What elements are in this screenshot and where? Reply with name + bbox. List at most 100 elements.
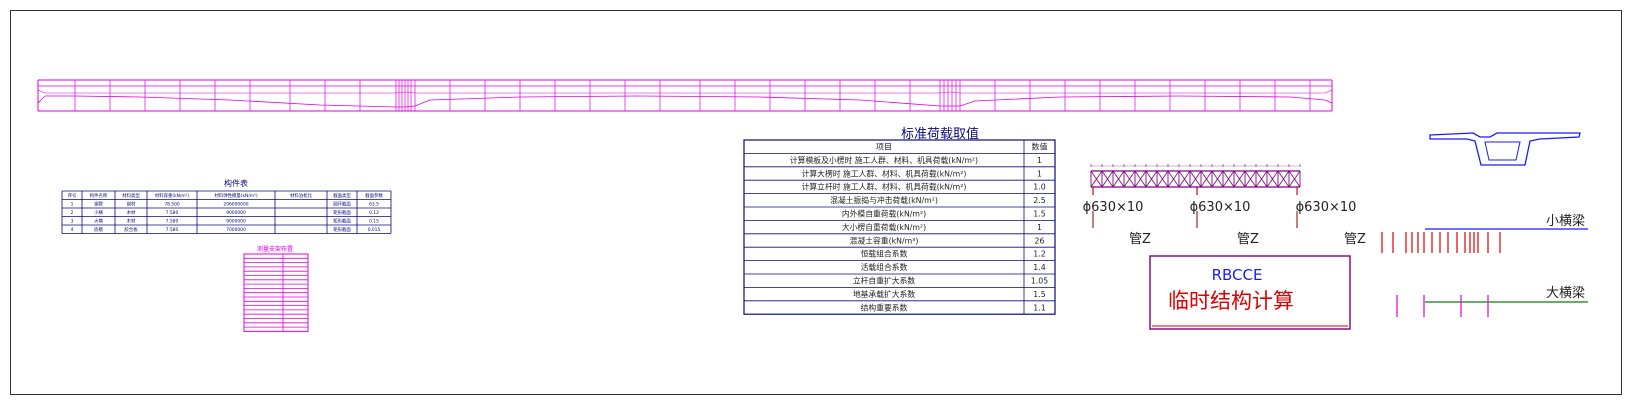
load-table-item: 立杆自重扩大系数: [853, 276, 916, 286]
components-table-cell: 矩形截面: [333, 226, 351, 233]
load-table-value: 1.5: [1033, 290, 1045, 299]
components-table-cell: 木材: [127, 209, 136, 216]
truss-diagonal: [1167, 170, 1180, 188]
truss-diagonal: [1200, 170, 1213, 188]
components-table-header: 截面类型: [333, 192, 351, 199]
load-table-item: 内外模自重荷载(kN/m²): [842, 209, 926, 219]
support-label-3: 管Z: [1344, 232, 1366, 247]
components-table-cell: 2: [71, 210, 74, 216]
components-table-cell: 9000000: [226, 219, 246, 225]
components-table-title: 构件表: [224, 178, 248, 188]
load-table-item: 混凝土容重(kN/m³): [850, 235, 919, 245]
components-table-cell: 胶合板: [124, 226, 138, 233]
components-table-cell: 小横: [94, 209, 103, 216]
truss-diagonal: [1255, 170, 1268, 188]
load-table-value: 1.4: [1033, 263, 1045, 272]
truss-support-diagram: [1090, 164, 1301, 228]
small-beam-label: 小横梁: [1546, 214, 1585, 229]
load-table-value: 1.5: [1033, 210, 1045, 219]
components-table-cell: 3: [71, 219, 74, 225]
components-table-cell: 63.5: [369, 202, 379, 208]
measure-table: [243, 253, 309, 332]
components-table-cell: 7.580: [166, 210, 179, 216]
truss-diagonal: [1112, 170, 1125, 188]
load-table-value: 1.2: [1033, 250, 1045, 259]
components-table-cell: 0.15: [369, 219, 379, 225]
load-table-value: 26: [1035, 236, 1045, 245]
load-table-item: 大小楞自重荷载(kN/m²): [842, 222, 926, 232]
load-table-item: 混凝土振捣与冲击荷载(kN/m²): [830, 195, 938, 205]
load-table-value: 1.1: [1033, 303, 1045, 312]
drawing-frame: [10, 10, 1622, 395]
load-table-item: 计算模板及小楞时 施工人群、材料、机具荷载(kN/m²): [790, 155, 978, 165]
components-table-cell: 大横: [94, 218, 103, 225]
truss-diagonal: [1233, 170, 1246, 188]
bridge-elevation: [37, 79, 1333, 112]
load-table-item: 活载组合系数: [861, 262, 908, 272]
load-table-value: 1: [1037, 169, 1042, 178]
truss-diagonal: [1189, 170, 1202, 188]
load-table-item: 结构重要系数: [861, 302, 908, 312]
truss-diagonal: [1101, 170, 1114, 188]
truss-diagonal: [1134, 170, 1147, 188]
components-table-cell: 206000000: [223, 202, 248, 208]
load-table-value: 1.05: [1031, 277, 1048, 286]
components-table-cell: 7000000: [226, 227, 246, 233]
girder-web-profile: [37, 95, 1333, 108]
load-table-value: 1.0: [1033, 183, 1045, 192]
components-table-cell: 1: [71, 202, 74, 208]
title-box-subtitle: RBCCE: [1212, 266, 1263, 284]
truss-diagonal: [1222, 170, 1235, 188]
components-table-cell: 0.015: [368, 227, 381, 233]
load-table-item: 计算大楞时 施工人群、材料、机具荷载(kN/m²): [802, 168, 967, 178]
truss-diagonal: [1244, 170, 1257, 188]
components-table-cell: 9000000: [226, 210, 246, 216]
truss-diagonal: [1156, 170, 1169, 188]
title-box-title: 临时结构计算: [1168, 289, 1294, 313]
pipe-label-1: ϕ630×10: [1083, 200, 1144, 215]
components-table: 序号构件名称材料类型材料容重(kN/m³)材料弹性模量(kN/m²)材料泊松比截…: [61, 190, 392, 234]
components-table-cell: 7.580: [166, 227, 179, 233]
load-table-header-value: 数值: [1032, 142, 1048, 152]
components-table-header: 截面参数: [365, 192, 383, 199]
title-box: [1149, 255, 1351, 330]
components-table-header: 材料弹性模量(kN/m²): [214, 192, 257, 199]
pipe-label-3: ϕ630×10: [1296, 200, 1357, 215]
components-table-cell: 4: [71, 227, 74, 233]
truss-diagonal: [1090, 170, 1103, 188]
pipe-label-2: ϕ630×10: [1190, 200, 1251, 215]
truss-diagonal: [1266, 170, 1279, 188]
components-table-cell: 木材: [127, 218, 136, 225]
truss-diagonal: [1178, 170, 1191, 188]
load-table-title: 标准荷载取值: [901, 126, 979, 142]
components-table-cell: 7.580: [166, 219, 179, 225]
components-table-cell: 钢材: [127, 201, 136, 208]
components-table-header: 序号: [68, 192, 77, 199]
truss-diagonal: [1277, 170, 1290, 188]
components-table-cell: 78.500: [164, 202, 180, 208]
load-table-item: 恒载组合系数: [861, 249, 908, 259]
measure-table-title: 测量支架布置: [257, 245, 293, 253]
load-table-item: 地基承载扩大系数: [853, 289, 916, 299]
load-table-header-item: 项目: [876, 143, 892, 152]
components-table-cell: 0.12: [369, 210, 379, 216]
components-table-cell: 底模: [94, 226, 103, 233]
components-table-cell: 矩形截面: [333, 218, 351, 225]
components-table-cell: 矩形截面: [333, 209, 351, 216]
box-girder-cross-section: [1429, 132, 1581, 166]
truss-diagonal: [1145, 170, 1158, 188]
large-beam-label: 大横梁: [1546, 286, 1585, 301]
support-label-2: 管Z: [1237, 232, 1259, 247]
components-table-cell: 钢管: [94, 201, 103, 208]
load-table-value: 1: [1037, 223, 1042, 232]
load-table-value: 1: [1037, 156, 1042, 165]
support-label-1: 管Z: [1129, 232, 1151, 247]
large-beam-ticks: [1396, 295, 1489, 317]
components-table-header: 构件名称: [90, 192, 108, 199]
load-table-item: 计算立杆时 施工人群、材料、机具荷载(kN/m²): [802, 182, 967, 192]
components-table-header: 材料类型: [122, 192, 140, 199]
truss-diagonal: [1211, 170, 1224, 188]
components-table-header: 材料容重(kN/m³): [155, 192, 190, 199]
